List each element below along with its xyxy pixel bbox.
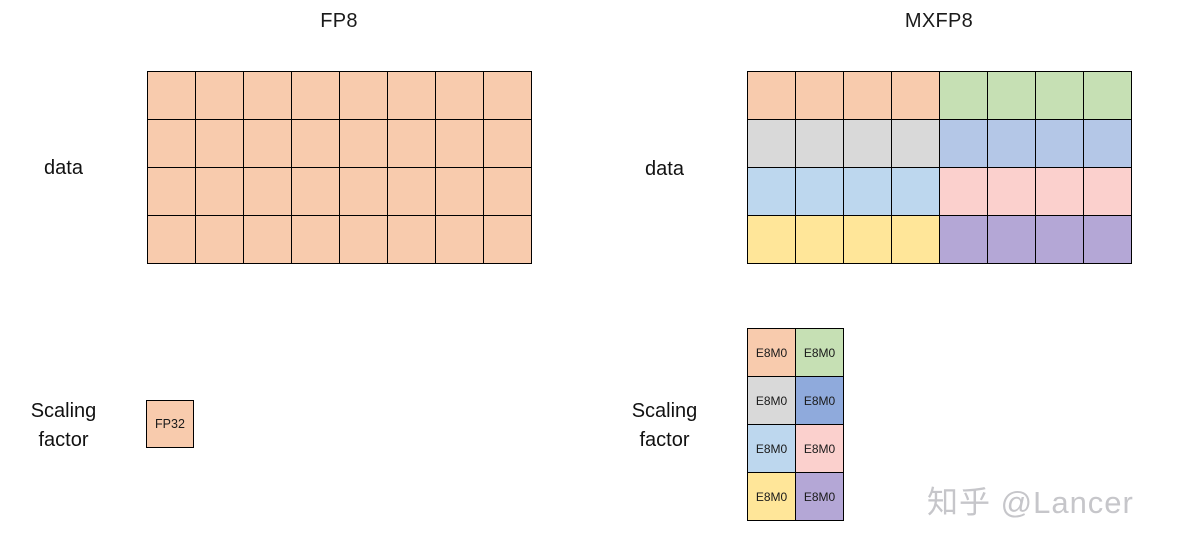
data-cell [148,120,196,168]
data-cell [1036,168,1084,216]
data-cell [388,168,436,216]
scaling-cell: E8M0 [796,377,844,425]
data-cell [844,72,892,120]
mxfp8-title: MXFP8 [904,10,974,32]
mxfp8-data-label: data [645,158,684,180]
data-cell [796,72,844,120]
fp32-scaling-box: FP32 [146,400,194,448]
data-cell [292,216,340,264]
data-cell [844,120,892,168]
data-cell [1036,72,1084,120]
data-cell [748,72,796,120]
data-cell [484,168,532,216]
data-cell [940,168,988,216]
data-cell [892,72,940,120]
data-cell [796,120,844,168]
scaling-label-line2: factor [38,429,89,451]
data-cell [196,216,244,264]
scaling-cell: E8M0 [748,473,796,521]
data-cell [1036,120,1084,168]
fp8-data-grid [147,71,532,264]
data-cell [484,216,532,264]
data-cell [796,216,844,264]
data-cell [988,72,1036,120]
data-cell [340,216,388,264]
data-cell [1084,72,1132,120]
data-cell [940,120,988,168]
data-cell [748,120,796,168]
data-cell [148,168,196,216]
data-cell [844,216,892,264]
data-cell [1084,216,1132,264]
data-cell [340,120,388,168]
data-cell [244,72,292,120]
data-cell [892,216,940,264]
data-cell [892,168,940,216]
data-cell [340,168,388,216]
scaling-cell: E8M0 [748,329,796,377]
data-cell [244,168,292,216]
data-cell [484,120,532,168]
data-cell [988,120,1036,168]
data-cell [388,216,436,264]
watermark: 知乎 @Lancer [927,485,1134,520]
data-cell [292,168,340,216]
data-cell [388,120,436,168]
fp8-data-label: data [44,157,83,179]
scaling-cell: E8M0 [796,425,844,473]
data-cell [940,72,988,120]
data-cell [196,168,244,216]
data-cell [940,216,988,264]
scaling-cell: E8M0 [796,473,844,521]
data-cell [988,216,1036,264]
data-cell [748,168,796,216]
scaling-label-line1: Scaling [30,400,97,422]
scaling-cell: E8M0 [796,329,844,377]
data-cell [484,72,532,120]
data-cell [436,72,484,120]
data-cell [244,216,292,264]
fp8-scaling-factor-label: Scaling factor [11,397,116,455]
data-cell [1084,120,1132,168]
fp32-scaling-box-label: FP32 [155,417,185,431]
data-cell [844,168,892,216]
data-cell [892,120,940,168]
data-cell [748,216,796,264]
data-cell [148,72,196,120]
data-cell [1036,216,1084,264]
data-cell [196,72,244,120]
scaling-label-line2: factor [639,429,690,451]
data-cell [436,216,484,264]
scaling-cell: E8M0 [748,425,796,473]
scaling-cell: E8M0 [748,377,796,425]
data-cell [148,216,196,264]
data-cell [196,120,244,168]
data-cell [796,168,844,216]
scaling-label-line1: Scaling [631,400,698,422]
mxfp8-data-grid [747,71,1132,264]
data-cell [388,72,436,120]
fp8-title: FP8 [320,10,358,32]
data-cell [292,72,340,120]
data-cell [292,120,340,168]
data-cell [988,168,1036,216]
data-cell [436,168,484,216]
data-cell [1084,168,1132,216]
data-cell [436,120,484,168]
data-cell [340,72,388,120]
data-cell [244,120,292,168]
mxfp8-scaling-factor-label: Scaling factor [612,397,717,455]
